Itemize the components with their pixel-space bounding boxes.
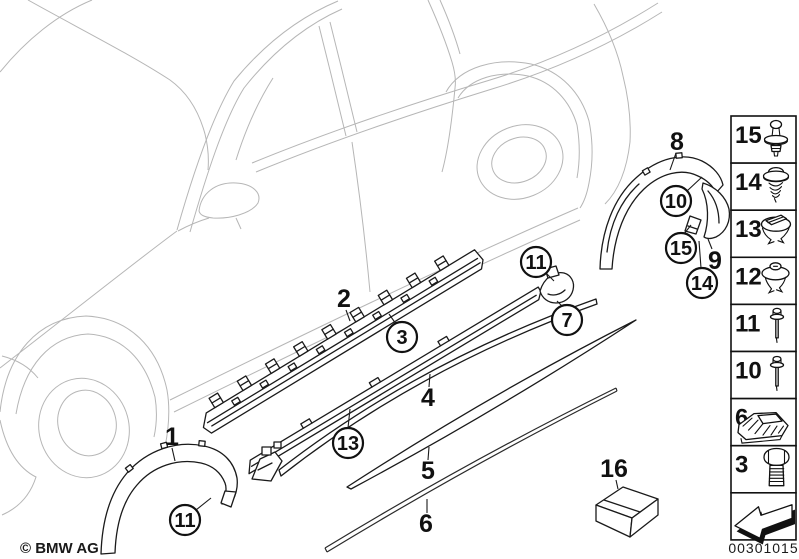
svg-text:15: 15: [670, 238, 692, 260]
expanding-clip-slotted-icon: [760, 214, 792, 245]
callout-circle-11-sill: 11: [519, 245, 553, 279]
part-trim-strip-5: [346, 319, 637, 490]
leader-lines: [171, 152, 713, 513]
legend-cell-10: 10: [730, 350, 797, 400]
part-label-4: 4: [421, 384, 435, 412]
legend-cell-11: 11: [730, 303, 797, 353]
part-label-16: 16: [600, 455, 628, 483]
part-trim-strip-6: [324, 387, 618, 553]
svg-text:11: 11: [174, 510, 195, 532]
legend-number: 10: [735, 358, 762, 385]
part-rear-wheel-arch-trim: [599, 152, 724, 270]
part-label-5: 5: [421, 457, 435, 485]
legend-cell-15: 15: [730, 115, 797, 164]
legend-number: 3: [735, 452, 748, 479]
part-label-9: 9: [708, 247, 722, 275]
svg-text:14: 14: [691, 273, 714, 295]
legend-cell-arrow: [730, 491, 797, 545]
part-label-1: 1: [165, 423, 179, 451]
part-label-2: 2: [337, 285, 351, 313]
legend-panel: 15 14 13: [730, 115, 797, 545]
part-trim-strip-4: [278, 298, 598, 477]
legend-number: 12: [735, 263, 762, 290]
expanding-rivet-with-pin-icon: [763, 119, 789, 157]
diagram-number: 00301015: [728, 540, 798, 556]
part-front-wheel-arch-trim: [100, 440, 238, 555]
legend-cell-6: 6: [730, 397, 797, 447]
part-label-8: 8: [670, 128, 684, 156]
legend-cell-3: 3: [730, 444, 797, 494]
svg-text:11: 11: [525, 252, 546, 274]
legend-cell-12: 12: [730, 256, 797, 306]
expanding-rivet-icon: [761, 262, 790, 294]
blind-rivet-icon: [769, 307, 785, 343]
callout-circle-3: 3: [385, 320, 419, 354]
part-sill-trim: [248, 265, 575, 482]
callout-circle-14: 14: [685, 266, 719, 300]
support-buffer-icon: [737, 411, 789, 444]
blind-rivet-icon: [769, 355, 785, 392]
part-sill-carrier: [202, 249, 484, 434]
legend-number: 15: [735, 122, 762, 149]
part-label-6: 6: [419, 510, 433, 538]
svg-text:10: 10: [665, 191, 687, 213]
legend-cell-14: 14: [730, 162, 797, 212]
svg-text:3: 3: [396, 327, 407, 349]
legend-number: 11: [735, 310, 760, 337]
svg-text:13: 13: [337, 433, 359, 455]
callout-circle-13: 13: [331, 426, 365, 460]
callout-circle-10: 10: [659, 184, 693, 218]
part-arch-cover: [684, 182, 731, 240]
legend-number: 14: [735, 169, 762, 196]
copyright-text: © BMW AG: [20, 540, 99, 557]
direction-arrow-icon: [734, 504, 795, 545]
svg-text:7: 7: [561, 310, 572, 332]
callout-circle-15: 15: [664, 231, 698, 265]
self-tapping-screw-icon: [762, 166, 790, 203]
legend-cell-13: 13: [730, 209, 797, 259]
callout-circle-11-front: 11: [168, 503, 202, 537]
part-repair-kit-box: [595, 486, 659, 538]
callout-circle-7: 7: [550, 303, 584, 337]
car-outline: [0, 0, 663, 516]
legend-number: 13: [735, 216, 762, 243]
hex-bolt-icon: [763, 447, 790, 487]
